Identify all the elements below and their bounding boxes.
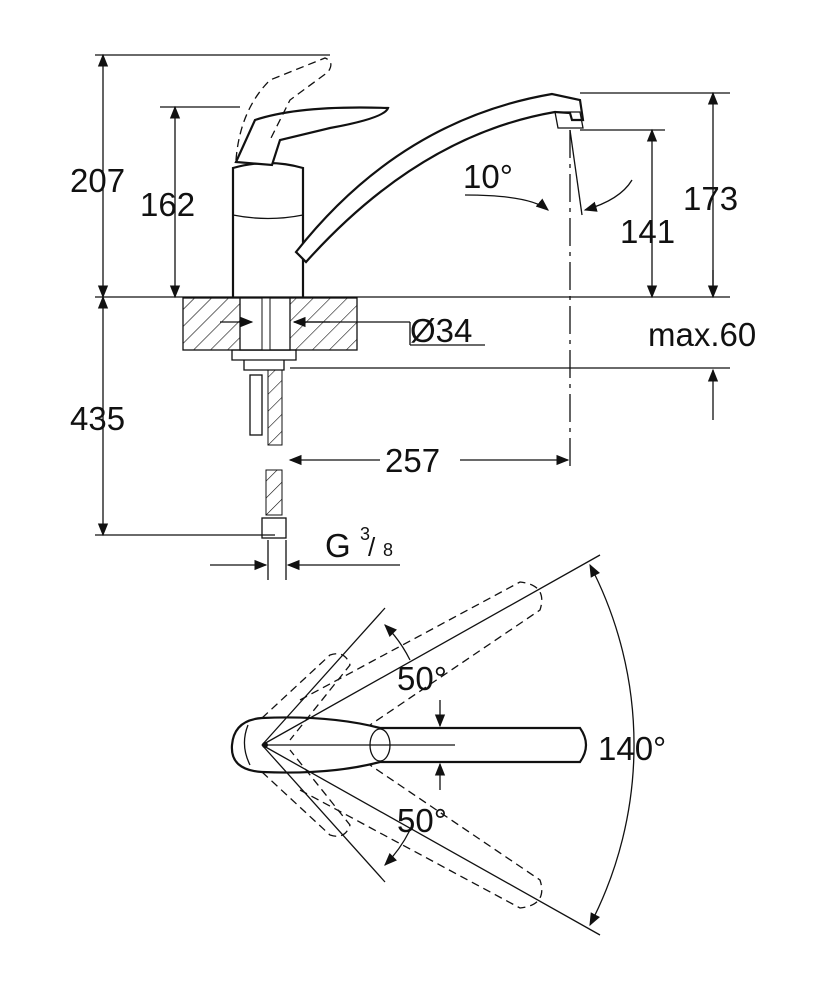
dim-50deg-lower: 50° <box>397 802 447 839</box>
dim-10deg: 10° <box>463 158 513 195</box>
dim-162: 162 <box>140 186 195 223</box>
dim-max-60: max.60 <box>648 316 756 353</box>
thread-label-prefix: G <box>325 527 351 564</box>
dim-435: 435 <box>70 400 125 437</box>
faucet-top-view <box>230 554 635 936</box>
faucet-side-view <box>231 57 585 297</box>
supply-hose <box>249 369 287 580</box>
countertop-section <box>182 297 358 371</box>
dim-140deg: 140° <box>598 730 666 767</box>
dimension-lines <box>95 53 730 571</box>
thread-denominator: 8 <box>383 540 393 560</box>
dim-257: 257 <box>385 442 440 479</box>
thread-numerator: 3 <box>360 524 370 544</box>
dim-173: 173 <box>683 180 738 217</box>
dim-141: 141 <box>620 213 675 250</box>
dim-50deg-upper: 50° <box>397 660 447 697</box>
thread-slash: / <box>368 532 376 562</box>
dim-207: 207 <box>70 162 125 199</box>
dim-diameter-34: Ø34 <box>410 312 472 349</box>
